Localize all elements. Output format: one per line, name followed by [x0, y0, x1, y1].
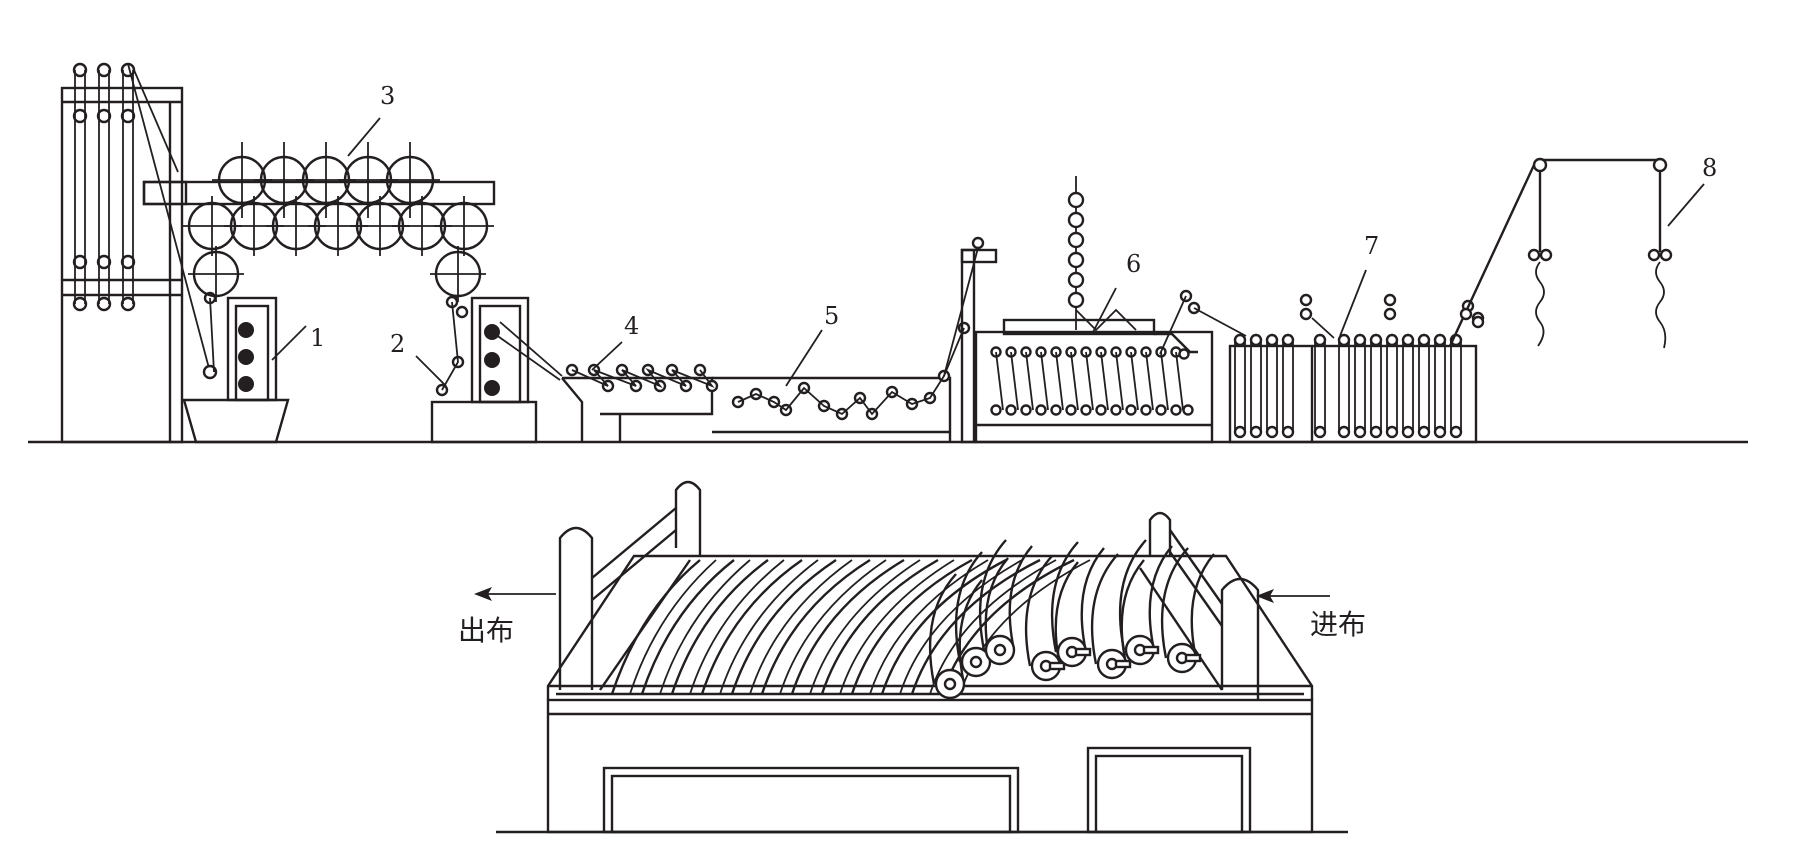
steamer: [974, 176, 1247, 444]
callout-1: 1: [310, 324, 325, 352]
callout-leaders: [271, 117, 1705, 387]
dip-trough-2: [430, 295, 538, 444]
callout-3: 3: [380, 82, 395, 110]
fabric-in-label: 进布: [1310, 608, 1366, 641]
callout-2: 2: [390, 330, 405, 358]
top-process-line: 1 2 3 4 5 6 7 8: [28, 62, 1748, 444]
callout-7: 7: [1364, 232, 1379, 260]
washing-range: [1228, 293, 1485, 444]
callout-5: 5: [824, 302, 839, 330]
callout-6: 6: [1126, 250, 1141, 278]
callout-4: 4: [624, 312, 639, 340]
feed-tower: [60, 62, 218, 444]
fabric-out-label: 出布: [458, 614, 514, 647]
expander-machine: 出布 进布: [458, 480, 1366, 834]
fabric-in-arrow: [1256, 589, 1330, 603]
fabric-out-arrow: [474, 587, 556, 601]
plaiting-frame: [1448, 157, 1673, 349]
callout-8: 8: [1702, 154, 1717, 182]
drying-cylinders: [142, 142, 563, 381]
dip-trough-1: [182, 296, 290, 444]
washing-trough: [561, 236, 998, 444]
